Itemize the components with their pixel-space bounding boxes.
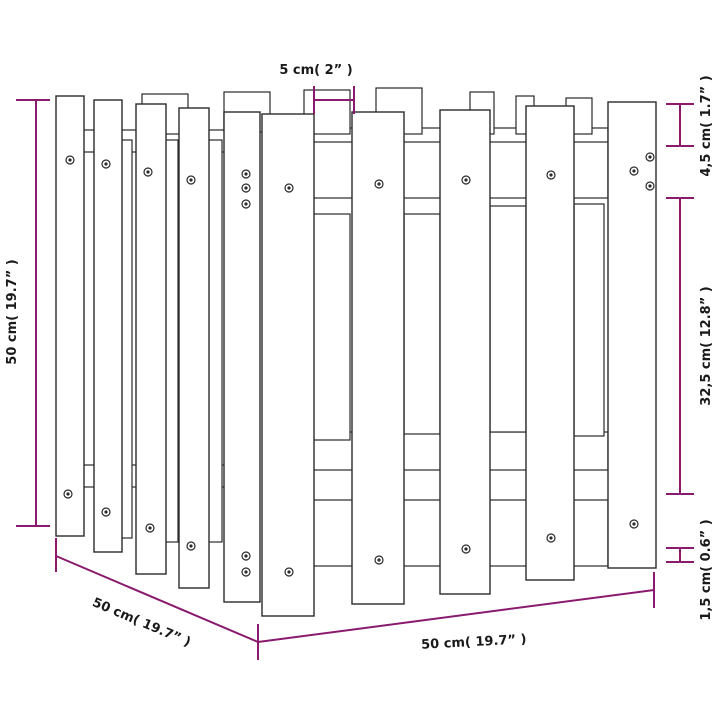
screw-center [68,158,72,162]
screw-center [104,510,108,514]
screw-center [146,170,150,174]
picket [93,99,123,553]
left-side-pickets [55,95,261,603]
screw-center [244,570,248,574]
screws [63,152,655,577]
screw-center [377,558,381,562]
screw-center [648,184,652,188]
screw-center [244,202,248,206]
picket [223,111,261,603]
dim-depth-line [55,555,259,643]
inner-slat [403,213,441,435]
screw-center [464,547,468,551]
screw-center [648,155,652,159]
screw-center [244,186,248,190]
screw-center [377,182,381,186]
screw-center [549,173,553,177]
picket [525,105,575,581]
screw-center [189,544,193,548]
label-top-gap: 4,5 cm( 1.7” ) [699,75,714,176]
label-height-total: 50 cm( 19.7” ) [5,259,20,364]
inner-slat [311,213,351,441]
dimension-lines [16,86,694,660]
screw-center [549,536,553,540]
screw-center [287,570,291,574]
label-middle-gap: 32,5 cm( 12.8” ) [699,286,714,405]
picket [607,101,657,569]
screw-center [148,526,152,530]
label-depth: 50 cm( 19.7” ) [90,595,193,650]
screw-center [632,522,636,526]
screw-center [287,186,291,190]
label-top-width: 5 cm( 2” ) [279,63,352,78]
screw-center [104,162,108,166]
screw-center [66,492,70,496]
dim-width-line [257,589,655,643]
screw-center [632,169,636,173]
screw-center [244,554,248,558]
inner-slat [489,205,527,433]
screw-center [189,178,193,182]
label-bottom-gap: 1,5 cm( 0.6” ) [699,519,714,620]
screw-center [244,172,248,176]
screw-center [464,178,468,182]
picket [351,111,405,605]
label-width: 50 cm( 19.7” ) [421,632,527,652]
picket [439,109,491,595]
inner-slat [207,139,223,543]
inner-slat [573,203,605,437]
picket [55,95,85,537]
picket [178,107,210,589]
picket [261,113,315,617]
picket [135,103,167,575]
front-pickets [261,101,657,617]
